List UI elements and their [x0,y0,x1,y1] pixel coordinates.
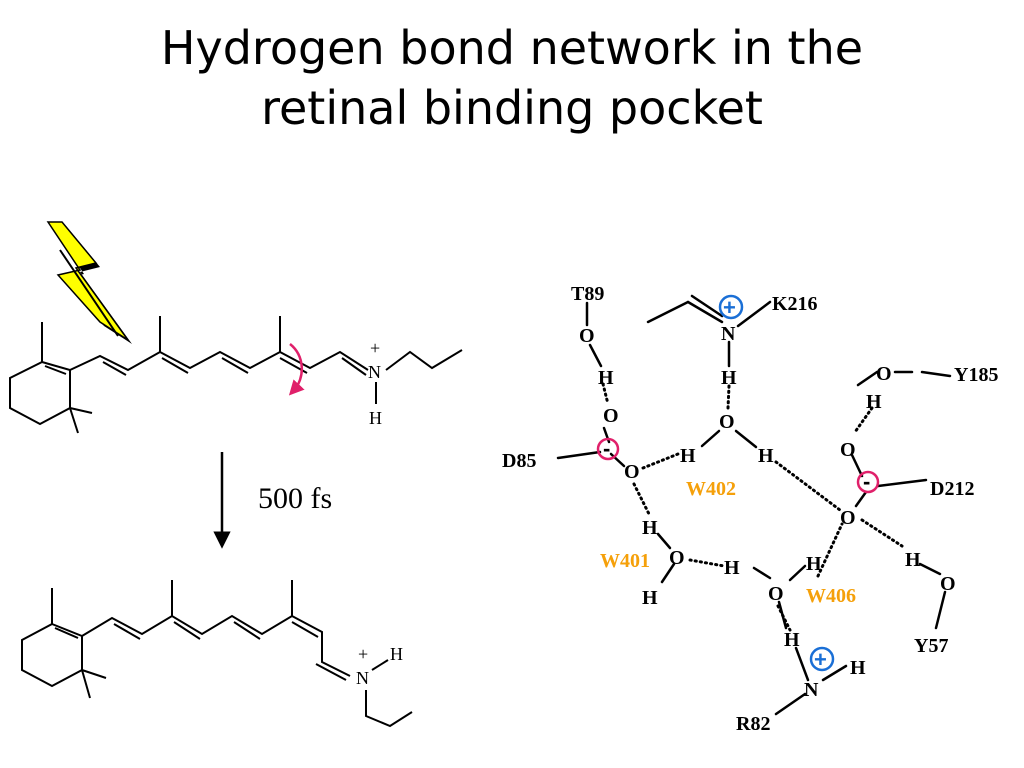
label-w402: W402 [686,478,736,500]
title-line-1: Hydrogen bond network in the [160,21,864,75]
d212-minus-charge-icon: - [856,469,880,494]
title-line-2: retinal binding pocket [261,81,763,135]
label-d212: D212 [930,478,974,500]
atom-y185-h: H [866,391,882,413]
atom-d212-o1: O [840,439,856,461]
atom-w406-h1: H [724,557,740,579]
atom-w406-o: O [768,583,784,605]
photon-arrow [59,249,119,337]
atom-r82-h1: H [784,629,800,651]
atom-y57-o: O [940,573,956,595]
isomerization-arrow [288,343,305,396]
atom-k216-h: H [721,367,737,389]
r82-plus-charge-icon: + [809,646,835,672]
svg-text:+: + [723,295,736,320]
atom-y185-o: O [876,363,892,385]
label-w406: W406 [806,585,856,607]
retinal-bottom-charge: + [358,644,368,664]
hbond-network: T89 K216 Y185 D85 D212 Y57 R82 W402 W401… [502,283,998,735]
atom-w402-h1: H [680,445,696,467]
svg-text:-: - [603,436,610,461]
retinal-top-hydrogen: H [369,408,382,428]
label-t89: T89 [571,283,604,305]
atom-k216-n: N [721,323,736,345]
svg-text:-: - [863,469,870,494]
atom-w401-o: O [669,547,685,569]
atom-d212-o2: O [840,507,856,529]
atom-r82-n: N [804,679,819,701]
retinal-bottom-nitrogen: N [356,668,369,688]
atom-y57-h: H [905,549,921,571]
label-y57: Y57 [914,635,948,657]
atom-t89-h: H [598,367,614,389]
atom-w402-o: O [719,411,735,433]
atom-w402-h2: H [758,445,774,467]
atom-d85-o2: O [624,461,640,483]
label-w401: W401 [600,550,650,572]
retinal-top-nitrogen: N [368,362,381,382]
svg-text:+: + [814,647,827,672]
k216-plus-charge-icon: + [718,294,744,320]
label-k216: K216 [772,293,818,315]
atom-t89-o: O [579,325,595,347]
atom-r82-h2: H [850,657,866,679]
label-r82: R82 [736,713,770,735]
lightning-bolt-icon [46,221,132,344]
atom-w401-h2: H [642,587,658,609]
retinal-13-cis: N + H [21,580,413,728]
label-d85: D85 [502,450,536,472]
time-label: 500 fs [258,482,332,515]
atom-w401-h1: H [642,517,658,539]
page-title: Hydrogen bond network in the retinal bin… [0,18,1024,138]
atom-w406-h2: H [806,553,822,575]
retinal-top-charge: + [370,338,380,358]
retinal-all-trans: N + H [9,316,463,434]
d85-minus-charge-icon: - [596,436,620,461]
retinal-bottom-hydrogen: H [390,644,403,664]
atom-d85-o1: O [603,405,619,427]
label-y185: Y185 [954,364,998,386]
